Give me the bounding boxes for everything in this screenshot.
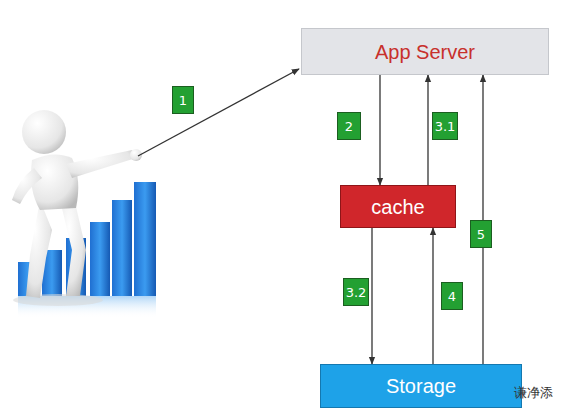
flow-arrow (427, 75, 428, 185)
server-box: App Server (301, 28, 549, 75)
flow-arrow (432, 228, 433, 364)
flow-arrow (371, 228, 372, 364)
node-label: Storage (386, 375, 456, 397)
watermark-text: 谦净添 (514, 384, 553, 402)
cache-box: cache (340, 185, 456, 228)
step-number: 4 (441, 282, 463, 310)
storage-box: Storage (320, 364, 522, 408)
node-label: cache (371, 196, 424, 218)
step-number: 3.2 (343, 278, 369, 306)
step-number: 5 (470, 220, 492, 248)
leader-arrow (138, 69, 299, 156)
flow-arrow (379, 75, 380, 185)
step-number: 3.1 (432, 112, 458, 140)
person-figure (12, 110, 142, 306)
callout-number: 1 (172, 86, 194, 114)
node-label: App Server (375, 41, 475, 63)
step-number: 2 (337, 112, 361, 140)
